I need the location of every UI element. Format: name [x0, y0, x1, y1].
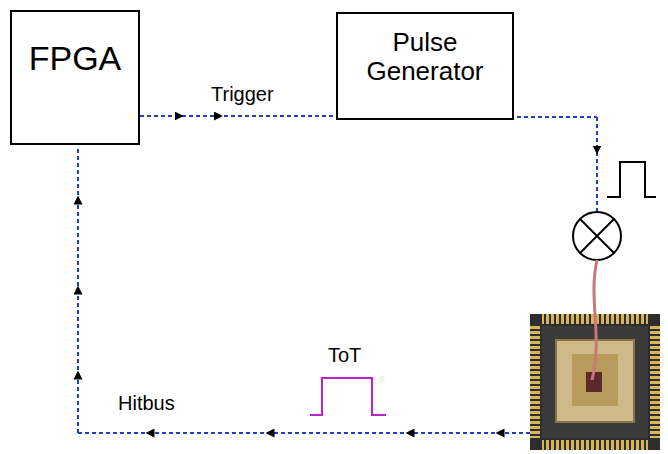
signal-wire: [596, 117, 598, 211]
probe-symbol: [573, 212, 621, 260]
signal-name: ToT: [326, 344, 363, 367]
fpga-box: FPGA: [10, 10, 140, 145]
bus-name: Hitbus: [116, 392, 177, 415]
hitbus-wire: [77, 147, 79, 433]
pulse-icon: [607, 162, 656, 197]
probe-cable: [592, 260, 597, 380]
edge-label: Trigger: [209, 83, 276, 106]
text-label: ToT: [326, 344, 363, 366]
box-title: FPGA: [21, 40, 130, 77]
signal-wire: [510, 116, 597, 118]
hitbus-wire: [78, 432, 530, 434]
box-title: Pulse Generator: [338, 28, 512, 85]
trigger-wire: [140, 115, 336, 117]
generator-box: Pulse Generator: [336, 12, 514, 120]
signal-name: Trigger: [209, 83, 276, 105]
text-label: Hitbus: [116, 392, 177, 414]
tot-pulse: [310, 378, 386, 415]
